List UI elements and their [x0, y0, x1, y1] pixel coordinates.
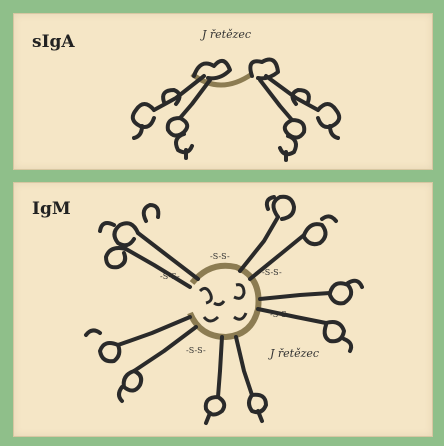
- igm-arm-lower-left: [86, 317, 196, 401]
- igm-arm-upper-right: [240, 197, 336, 279]
- igm-arm-bottom: [206, 337, 266, 423]
- disulfide-bond-4: -S-S-: [186, 346, 206, 355]
- siga-left-monomer: [133, 61, 230, 158]
- igm-arm-upper-left: [100, 205, 198, 287]
- siga-panel: sIgA J řetězec: [13, 13, 433, 170]
- disulfide-bond-1: -S-S-: [210, 252, 230, 261]
- siga-diagram: [14, 14, 432, 169]
- igm-panel: IgM J řetězec -S-S- -S-S- -S-S- -S-S- -S…: [13, 182, 433, 437]
- siga-right-monomer: [250, 60, 339, 160]
- igm-diagram: -S-S- -S-S- -S-S- -S-S- -S-S-: [14, 183, 432, 436]
- igm-core: [200, 285, 246, 321]
